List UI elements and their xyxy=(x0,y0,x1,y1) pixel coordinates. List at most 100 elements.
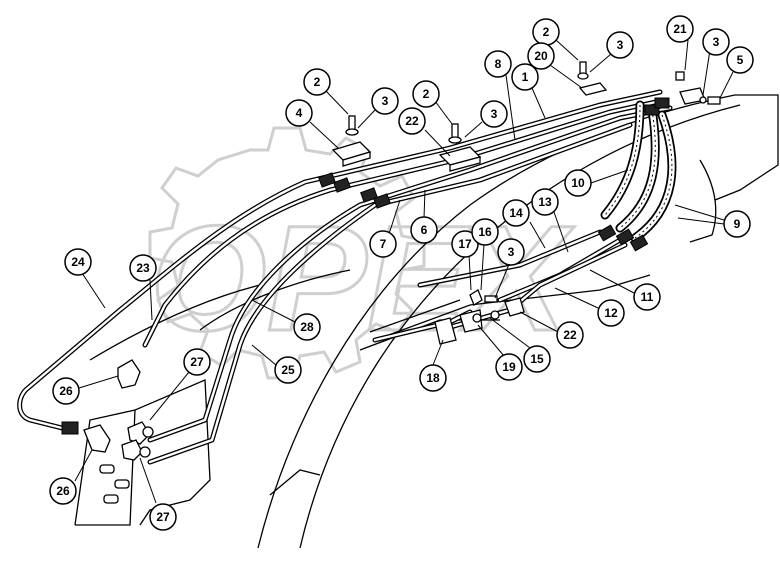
callout-c3d: 3 xyxy=(702,28,730,56)
callout-number: 22 xyxy=(405,114,419,128)
callout-number: 8 xyxy=(495,57,502,71)
callout-number: 15 xyxy=(530,352,544,366)
washer-3 xyxy=(448,136,462,144)
callout-circle xyxy=(527,42,555,70)
callout-number: 19 xyxy=(502,360,516,374)
callout-c22a: 22 xyxy=(398,107,426,135)
bolt-5 xyxy=(707,96,721,105)
callout-c11: 11 xyxy=(633,283,661,311)
callout-circle xyxy=(285,99,313,127)
o-ring-27 xyxy=(142,426,154,438)
callout-circle xyxy=(293,313,321,341)
callout-c5: 5 xyxy=(726,46,754,74)
callout-c23: 23 xyxy=(129,254,157,282)
callout-c22b: 22 xyxy=(556,321,584,349)
callout-circle xyxy=(702,28,730,56)
washer-3 xyxy=(699,96,707,104)
washer-3 xyxy=(577,72,589,80)
callout-number: 3 xyxy=(617,38,624,52)
pipes xyxy=(17,89,673,465)
callout-c3b: 3 xyxy=(480,100,508,128)
callout-circle xyxy=(52,377,80,405)
callout-circle xyxy=(531,188,559,216)
callout-number: 3 xyxy=(382,94,389,108)
bolt-2 xyxy=(579,61,587,75)
callout-number: 2 xyxy=(314,75,321,89)
elbow-fitting-27 xyxy=(127,421,151,445)
pipe-fitting xyxy=(597,224,617,242)
callout-c14: 14 xyxy=(502,199,530,227)
callout-circle xyxy=(523,345,551,373)
callout-number: 14 xyxy=(509,206,523,220)
callout-circle xyxy=(723,210,751,238)
callout-c6: 6 xyxy=(410,216,438,244)
callout-number: 23 xyxy=(136,261,150,275)
callout-number: 22 xyxy=(563,328,577,342)
callout-circle xyxy=(606,31,634,59)
pipe-14 xyxy=(417,229,603,288)
callout-number: 26 xyxy=(59,384,73,398)
callout-c21: 21 xyxy=(666,15,694,43)
callout-circle xyxy=(556,321,584,349)
callout-circle xyxy=(410,216,438,244)
washer-15 xyxy=(490,310,500,320)
clamp-part-22 xyxy=(449,156,481,172)
callout-c27a: 27 xyxy=(183,348,211,376)
callout-circle xyxy=(471,218,499,246)
callout-c12: 12 xyxy=(597,299,625,327)
callout-c7: 7 xyxy=(369,230,397,258)
callout-number: 9 xyxy=(734,217,741,231)
callout-number: 28 xyxy=(300,320,314,334)
callout-c24: 24 xyxy=(64,248,92,276)
clamp-part-20 xyxy=(578,82,608,96)
callout-circle xyxy=(480,100,508,128)
bolt-3 xyxy=(484,295,498,303)
callout-c15: 15 xyxy=(523,345,551,373)
callout-c18: 18 xyxy=(419,364,447,392)
washer-3 xyxy=(345,128,359,136)
callout-number: 26 xyxy=(56,484,70,498)
callout-number: 12 xyxy=(604,306,618,320)
callout-c25: 25 xyxy=(274,356,302,384)
callout-circle xyxy=(497,238,525,266)
pipe-28 xyxy=(147,105,673,443)
callout-c19: 19 xyxy=(495,353,523,381)
pipe-fitting xyxy=(644,104,660,116)
callout-circle xyxy=(412,80,440,108)
callout-number: 17 xyxy=(458,237,472,251)
callout-c8: 8 xyxy=(484,50,512,78)
callout-number: 11 xyxy=(641,290,654,304)
pipe-fitting xyxy=(654,97,670,109)
callout-number: 27 xyxy=(190,355,204,369)
hoses xyxy=(600,100,677,243)
pipe-24 xyxy=(17,89,663,433)
callout-circle xyxy=(371,87,399,115)
callout-c27b: 27 xyxy=(149,503,177,531)
callout-circle xyxy=(597,299,625,327)
callout-c3a: 3 xyxy=(371,87,399,115)
callout-c2b: 2 xyxy=(412,80,440,108)
elbow-fitting-27 xyxy=(121,439,143,461)
leader-lines xyxy=(74,39,734,504)
callout-c20: 20 xyxy=(527,42,555,70)
callout-c10: 10 xyxy=(564,169,592,197)
pipe-fitting xyxy=(61,421,79,435)
clamp-part-4 xyxy=(342,151,371,167)
callout-circle xyxy=(183,348,211,376)
callout-c3e: 3 xyxy=(497,238,525,266)
washer-16 xyxy=(472,313,482,323)
callout-circle xyxy=(484,50,512,78)
callout-number: 18 xyxy=(426,371,440,385)
slot-hole xyxy=(99,464,115,474)
callout-c9: 9 xyxy=(723,210,751,238)
plug-21 xyxy=(675,71,685,81)
callout-number: 24 xyxy=(71,255,85,269)
callout-number: 3 xyxy=(491,107,498,121)
callout-number: 21 xyxy=(673,22,687,36)
callout-number: 2 xyxy=(423,87,430,101)
callout-c28: 28 xyxy=(293,313,321,341)
callout-number: 5 xyxy=(737,53,744,67)
callout-circle xyxy=(64,248,92,276)
callout-circle xyxy=(129,254,157,282)
